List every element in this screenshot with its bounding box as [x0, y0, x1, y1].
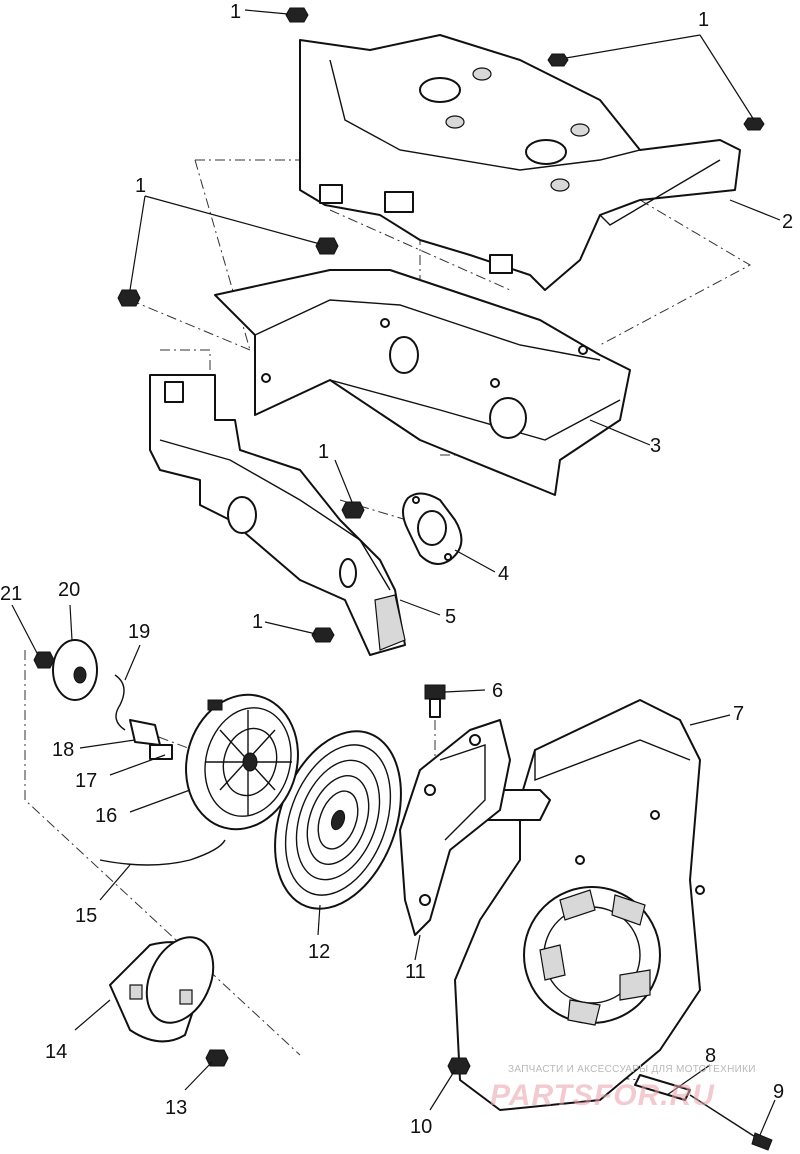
middle-shroud — [214, 269, 631, 496]
leader-lines — [11, 9, 781, 1136]
upper-shroud — [299, 34, 741, 291]
callout-1-lower: 1 — [252, 611, 263, 633]
recoil-spring — [274, 730, 402, 910]
callout-9: 9 — [773, 1081, 784, 1103]
callout-19: 19 — [128, 621, 150, 643]
callout-1-top: 1 — [230, 1, 241, 23]
lower-shroud — [149, 374, 406, 656]
callout-16: 16 — [95, 805, 117, 827]
callout-1-middle: 1 — [318, 441, 329, 463]
starter-pulley — [185, 693, 299, 831]
watermark-logo: PARTSFOR.RU — [490, 1079, 715, 1112]
starter-rope — [99, 839, 226, 866]
callout-17: 17 — [75, 770, 97, 792]
pulley-hardware — [33, 639, 173, 760]
callout-10: 10 — [410, 1116, 432, 1138]
callout-20: 20 — [58, 579, 80, 601]
callout-2: 2 — [782, 211, 793, 233]
gasket — [402, 492, 463, 565]
callout-12: 12 — [308, 941, 330, 963]
callout-6: 6 — [492, 680, 503, 702]
callout-4: 4 — [498, 563, 509, 585]
callout-15: 15 — [75, 905, 97, 927]
starter-cup — [109, 936, 215, 1043]
watermark: ЗАПЧАСТИ И АКСЕССУАРЫ ДЛЯ МОТОТЕХНИКИ PA… — [490, 1064, 756, 1112]
callout-3: 3 — [650, 435, 661, 457]
callout-8: 8 — [705, 1045, 716, 1067]
callout-1-top-right: 1 — [698, 9, 709, 31]
starter-bracket — [399, 719, 511, 936]
callout-11: 11 — [405, 961, 426, 983]
callout-1-left: 1 — [135, 175, 146, 197]
callout-14: 14 — [45, 1041, 67, 1063]
callout-labels: 1 1 2 1 3 1 4 5 1 6 7 8 9 10 11 12 13 14… — [0, 1, 793, 1138]
callout-18: 18 — [52, 739, 74, 761]
callout-21: 21 — [0, 583, 22, 605]
watermark-tagline: ЗАПЧАСТИ И АКСЕССУАРЫ ДЛЯ МОТОТЕХНИКИ — [508, 1064, 756, 1075]
callout-13: 13 — [165, 1097, 187, 1119]
callout-5: 5 — [445, 606, 456, 628]
callout-7: 7 — [733, 703, 744, 725]
